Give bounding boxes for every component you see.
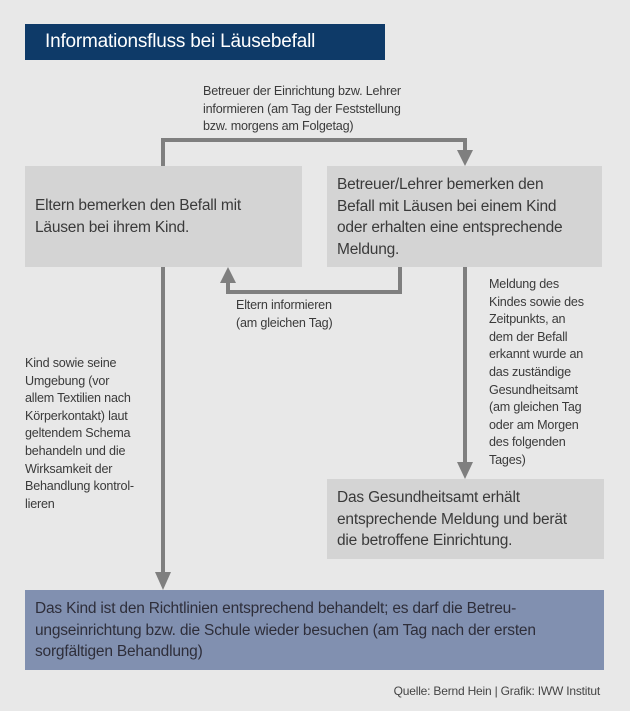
box-final-outcome: Das Kind ist den Richtlinien entsprechen… <box>25 590 604 670</box>
diagram-title: Informationsfluss bei Läusebefall <box>25 24 385 60</box>
left-arrow-label: Kind sowie seine Umgebung (vor allem Tex… <box>25 356 134 511</box>
arrowhead-down-icon <box>457 462 473 479</box>
source-credit: Quelle: Bernd Hein | Grafik: IWW Institu… <box>393 684 601 698</box>
right-arrow-label: Meldung des Kindes sowie des Zeitpunkts,… <box>489 277 584 467</box>
box-parents-notice: Eltern bemerken den Befall mit Läusen be… <box>25 166 302 267</box>
top-arrow-label: Betreuer der Einrichtung bzw. Lehrer inf… <box>203 84 401 134</box>
arrowhead-down-icon <box>155 572 171 590</box>
box-health-office: Das Gesundheitsamt erhält entsprechende … <box>327 479 604 559</box>
return-arrow-label: Eltern informieren (am gleichen Tag) <box>236 298 333 330</box>
arrowhead-down-icon <box>457 150 473 166</box>
arrow-parents-to-staff <box>161 138 467 166</box>
box-staff-notice: Betreuer/Lehrer bemerken den Befall mit … <box>327 166 602 267</box>
arrow-staff-to-parents <box>226 267 402 294</box>
arrowhead-up-icon <box>220 267 236 283</box>
